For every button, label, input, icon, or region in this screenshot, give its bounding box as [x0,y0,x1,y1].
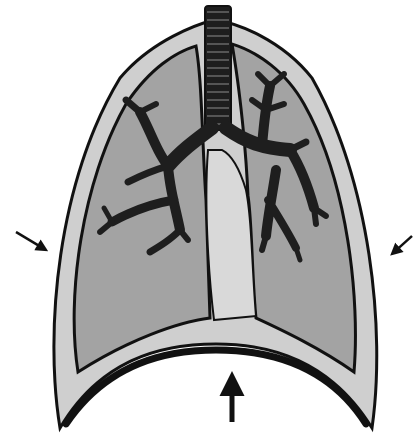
right-chest-wall-arrow [392,236,412,254]
trachea-rings [207,12,229,124]
left-chest-wall-arrow [16,232,46,250]
right-bronchus-branch [262,236,266,250]
right-bronchus-branch [314,208,316,224]
